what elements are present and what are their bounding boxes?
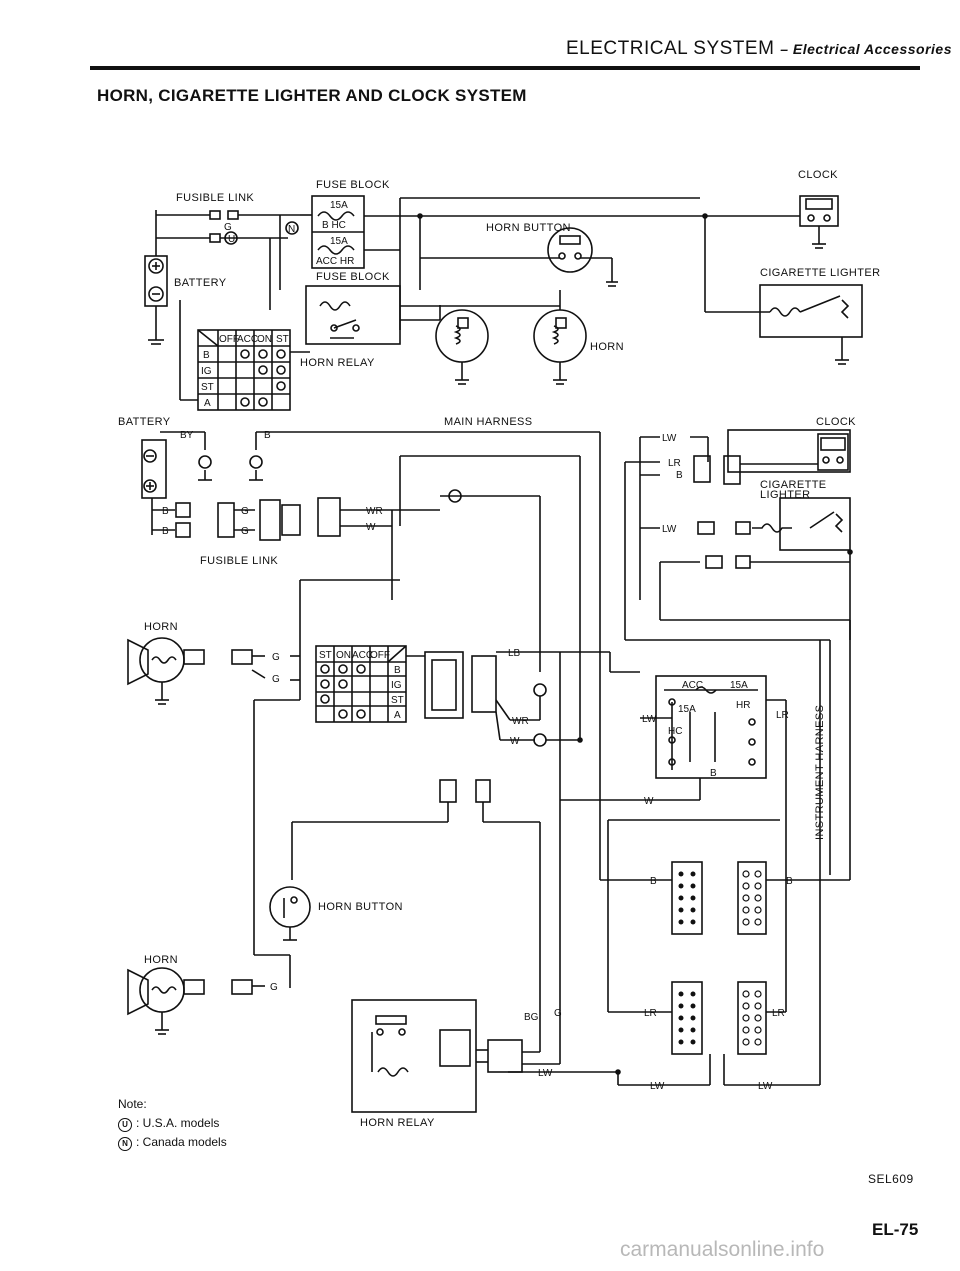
lbl-fuse-acc: ACC — [682, 680, 703, 691]
wire-wr-2: WR — [512, 716, 529, 727]
page-header: ELECTRICAL SYSTEM – Electrical Accessori… — [566, 38, 952, 60]
lbl-horn-2: HORN — [144, 954, 178, 966]
wire-b-1: B — [264, 430, 271, 441]
wire-lw-1: LW — [538, 1068, 553, 1079]
lbl-fusible-link: FUSIBLE LINK — [176, 192, 254, 204]
ign-l-row-0: B — [394, 665, 401, 676]
ign-l-hdr-3: OFF — [370, 650, 390, 661]
ign-hdr-1: ACC — [237, 334, 258, 345]
wire-lb: LB — [508, 648, 521, 659]
lbl-clock-harness: CLOCK — [816, 416, 856, 428]
page-number: EL-75 — [872, 1220, 919, 1239]
wire-bg: BG — [524, 1012, 539, 1023]
wire-b-3: B — [162, 526, 169, 537]
ign-hdr-2: ON — [257, 334, 272, 345]
lbl-cig-lighter-top: CIGARETTE LIGHTER — [760, 267, 880, 279]
ign-hdr-3: ST — [276, 334, 289, 345]
lbl-cig-1: CIGARETTE — [760, 479, 827, 491]
u-mark-icon: U — [118, 1118, 132, 1132]
page-title: HORN, CIGARETTE LIGHTER AND CLOCK SYSTEM — [97, 86, 527, 105]
note-canada-text: : Canada models — [136, 1135, 227, 1149]
wire-g-5: G — [270, 982, 278, 993]
ign-l-row-1: IG — [391, 680, 402, 691]
ign-l-row-2: ST — [391, 695, 404, 706]
ign-hdr-0: OFF — [219, 334, 239, 345]
wire-lr-3: LR — [644, 1008, 657, 1019]
lbl-fuse-block-top: FUSE BLOCK — [316, 179, 390, 191]
note-usa-text: : U.S.A. models — [136, 1116, 220, 1130]
wire-g-2: G — [241, 526, 249, 537]
watermark: carmanualsonline.info — [620, 1238, 825, 1261]
wire-lr-1: LR — [668, 458, 681, 469]
wire-g-4: G — [272, 674, 280, 685]
lbl-battery-top: BATTERY — [174, 277, 227, 289]
wire-lw-2: LW — [662, 433, 677, 444]
wire-lw-4: LW — [642, 714, 657, 725]
header-section: ELECTRICAL SYSTEM — [566, 38, 775, 59]
figure-code: SEL609 — [868, 1172, 914, 1186]
lbl-fuse-block-bottom: FUSE BLOCK — [316, 271, 390, 283]
lbl-battery-harness: BATTERY — [118, 416, 171, 428]
lbl-main-harness: MAIN HARNESS — [444, 416, 533, 428]
ign-row-2: ST — [201, 382, 214, 393]
lbl-horn-relay-lower: HORN RELAY — [360, 1117, 435, 1129]
ign-l-row-3: A — [394, 710, 401, 721]
lbl-fuse-15a-h2: 15A — [678, 704, 696, 715]
lbl-fuse-hr: HR — [736, 700, 750, 711]
lbl-fuse-hc: HC — [668, 726, 682, 737]
lbl-fuse-15a-1: 15A — [330, 200, 348, 211]
wire-b-2: B — [162, 506, 169, 517]
n-mark-icon: N — [118, 1137, 132, 1151]
lbl-wire-g: G — [224, 222, 232, 233]
wire-lw-5: LW — [650, 1081, 665, 1092]
wire-b-6: B — [786, 876, 793, 887]
lbl-fuse-b: B — [710, 768, 717, 779]
notes-heading: Note: — [118, 1097, 147, 1111]
wire-b-4: B — [676, 470, 683, 481]
ign-l-hdr-1: ON — [336, 650, 351, 661]
lbl-fuse-b-hc: B HC — [322, 220, 346, 231]
wire-by: BY — [180, 430, 194, 441]
wire-w-1: W — [366, 522, 376, 533]
lbl-cig-2: LIGHTER — [760, 489, 810, 501]
wire-g-6: G — [554, 1008, 562, 1019]
wire-g-1: G — [241, 506, 249, 517]
wire-lw-3: LW — [662, 524, 677, 535]
ign-row-1: IG — [201, 366, 212, 377]
notes-block: Note: U : U.S.A. models N : Canada models — [118, 1095, 227, 1152]
header-rule — [90, 66, 920, 70]
lbl-instrument-harness: INSTRUMENT HARNESS — [814, 705, 826, 840]
wire-w-3: W — [644, 796, 654, 807]
ign-l-hdr-2: ACC — [352, 650, 373, 661]
header-subsection: – Electrical Accessories — [780, 41, 952, 57]
lbl-horn-button-lower: HORN BUTTON — [318, 901, 403, 913]
mark-n-top: N — [288, 224, 295, 235]
lbl-horn-relay-top: HORN RELAY — [300, 357, 375, 369]
note-usa: U : U.S.A. models — [118, 1114, 227, 1133]
wire-lr-4: LR — [772, 1008, 785, 1019]
ign-l-hdr-0: ST — [319, 650, 332, 661]
mark-u-top: U — [228, 234, 235, 245]
lbl-horn-button-top: HORN BUTTON — [486, 222, 571, 234]
lbl-clock-top: CLOCK — [798, 169, 838, 181]
note-canada: N : Canada models — [118, 1133, 227, 1152]
lbl-fusible-link-harness: FUSIBLE LINK — [200, 555, 278, 567]
lbl-fuse-15a-2: 15A — [330, 236, 348, 247]
lbl-horn-top: HORN — [590, 341, 624, 353]
wire-lr-2: LR — [776, 710, 789, 721]
ign-row-0: B — [203, 350, 210, 361]
ign-row-3: A — [204, 398, 211, 409]
wire-w-2: W — [510, 736, 520, 747]
wire-lw-6: LW — [758, 1081, 773, 1092]
lbl-fuse-acc-hr: ACC HR — [316, 256, 354, 267]
lbl-fuse-15a-h1: 15A — [730, 680, 748, 691]
wire-g-3: G — [272, 652, 280, 663]
wire-wr-1: WR — [366, 506, 383, 517]
wire-b-5: B — [650, 876, 657, 887]
lbl-horn-1: HORN — [144, 621, 178, 633]
